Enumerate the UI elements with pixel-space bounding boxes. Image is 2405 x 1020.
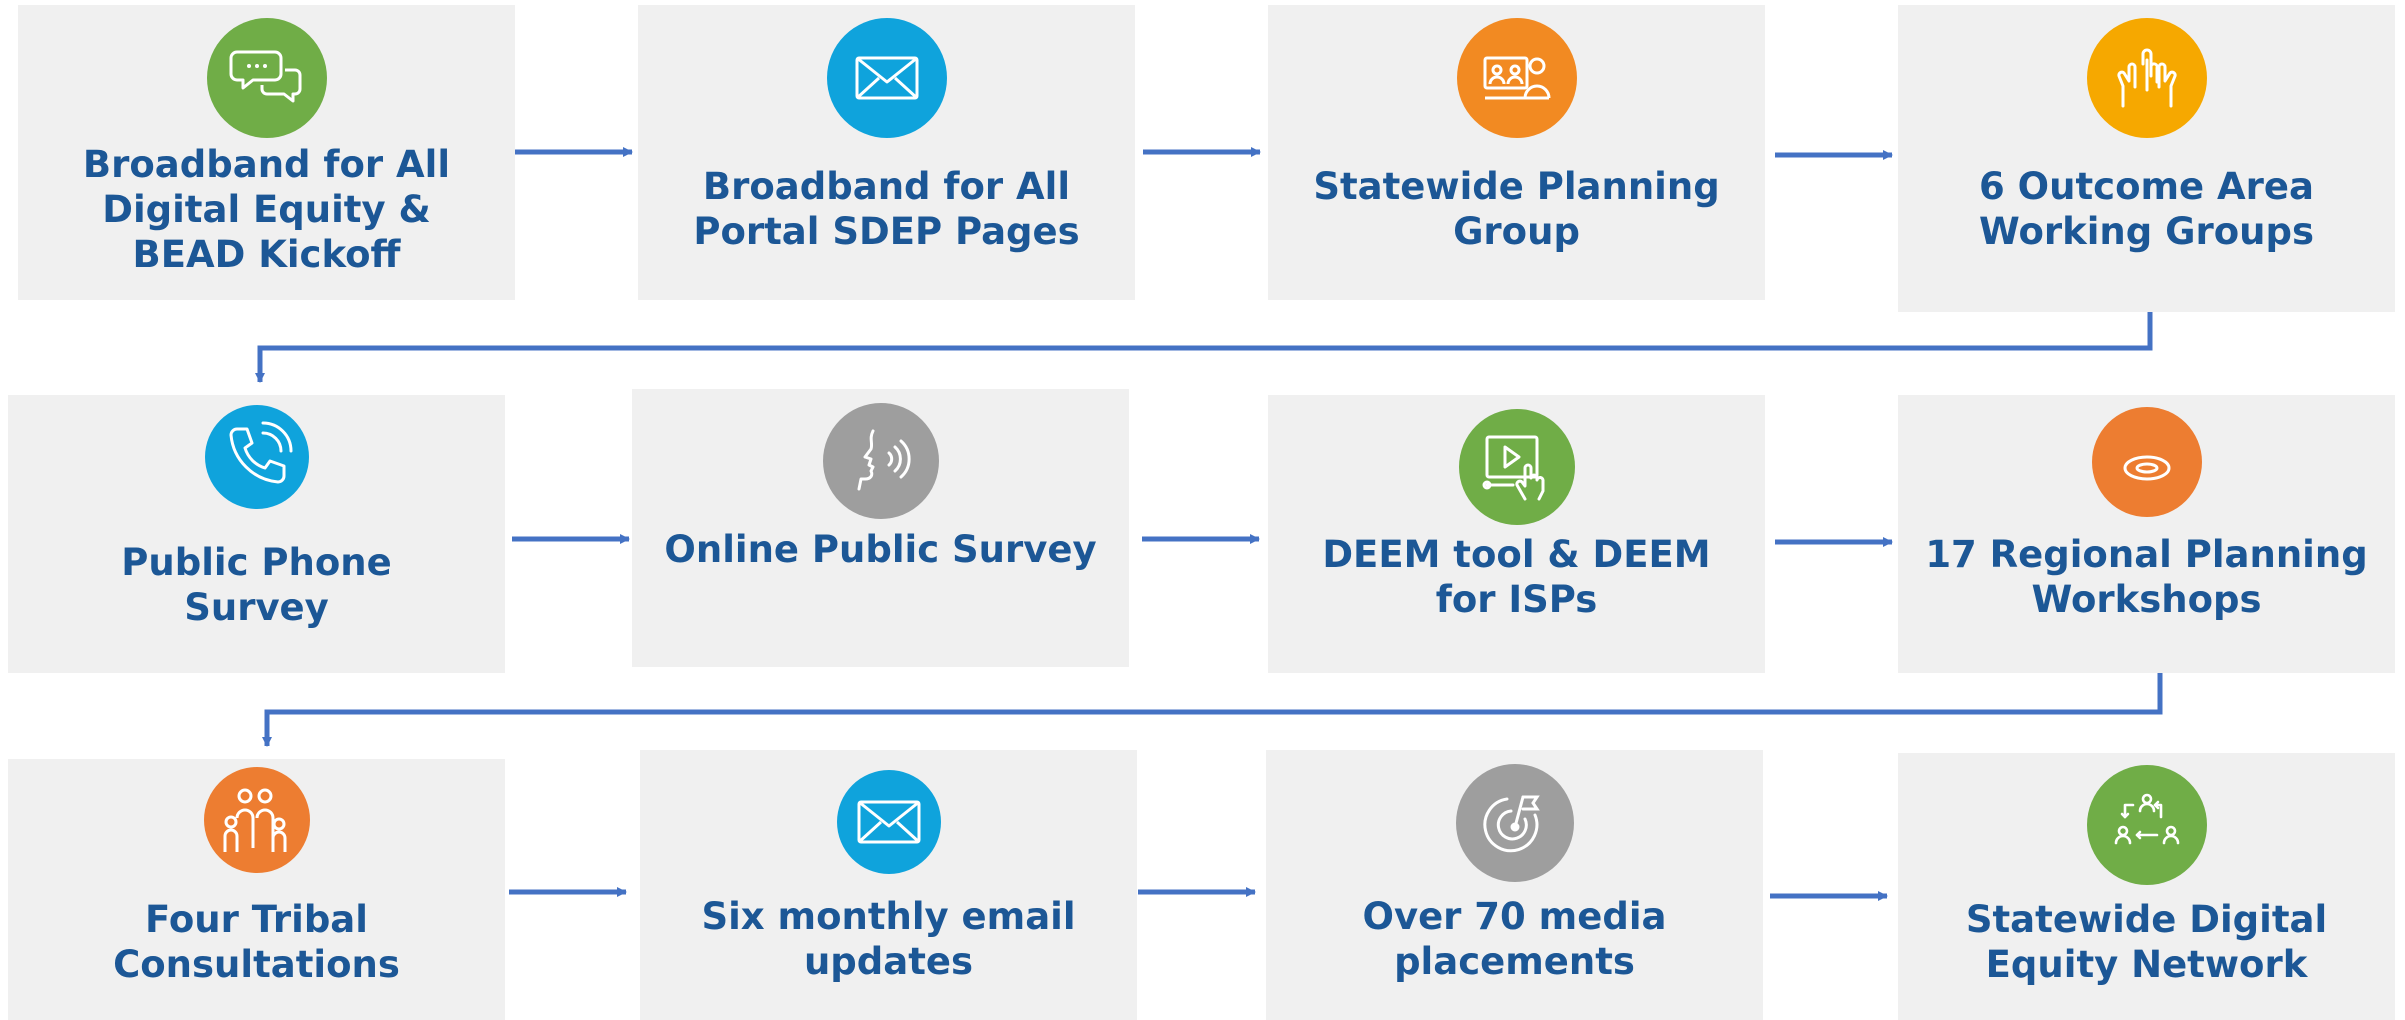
step-box-6: Online Public Survey	[632, 389, 1129, 667]
touch-screen-icon	[1458, 409, 1575, 525]
network-people-icon	[2086, 765, 2207, 885]
envelope-icon	[836, 770, 941, 874]
family-icon	[203, 767, 310, 873]
envelope-icon	[826, 18, 947, 138]
raised-hands-icon	[2086, 18, 2207, 138]
chat-bubbles-icon	[206, 18, 327, 138]
speaking-face-icon	[822, 403, 939, 519]
arrow-8-9	[262, 672, 2163, 747]
round-table-icon	[2091, 407, 2202, 517]
arrow-4-5	[255, 312, 2153, 383]
video-meeting-icon	[1456, 18, 1577, 138]
step-label-6: Online Public Survey	[664, 528, 1097, 571]
phone-icon	[204, 405, 309, 509]
target-flag-icon	[1455, 764, 1574, 882]
